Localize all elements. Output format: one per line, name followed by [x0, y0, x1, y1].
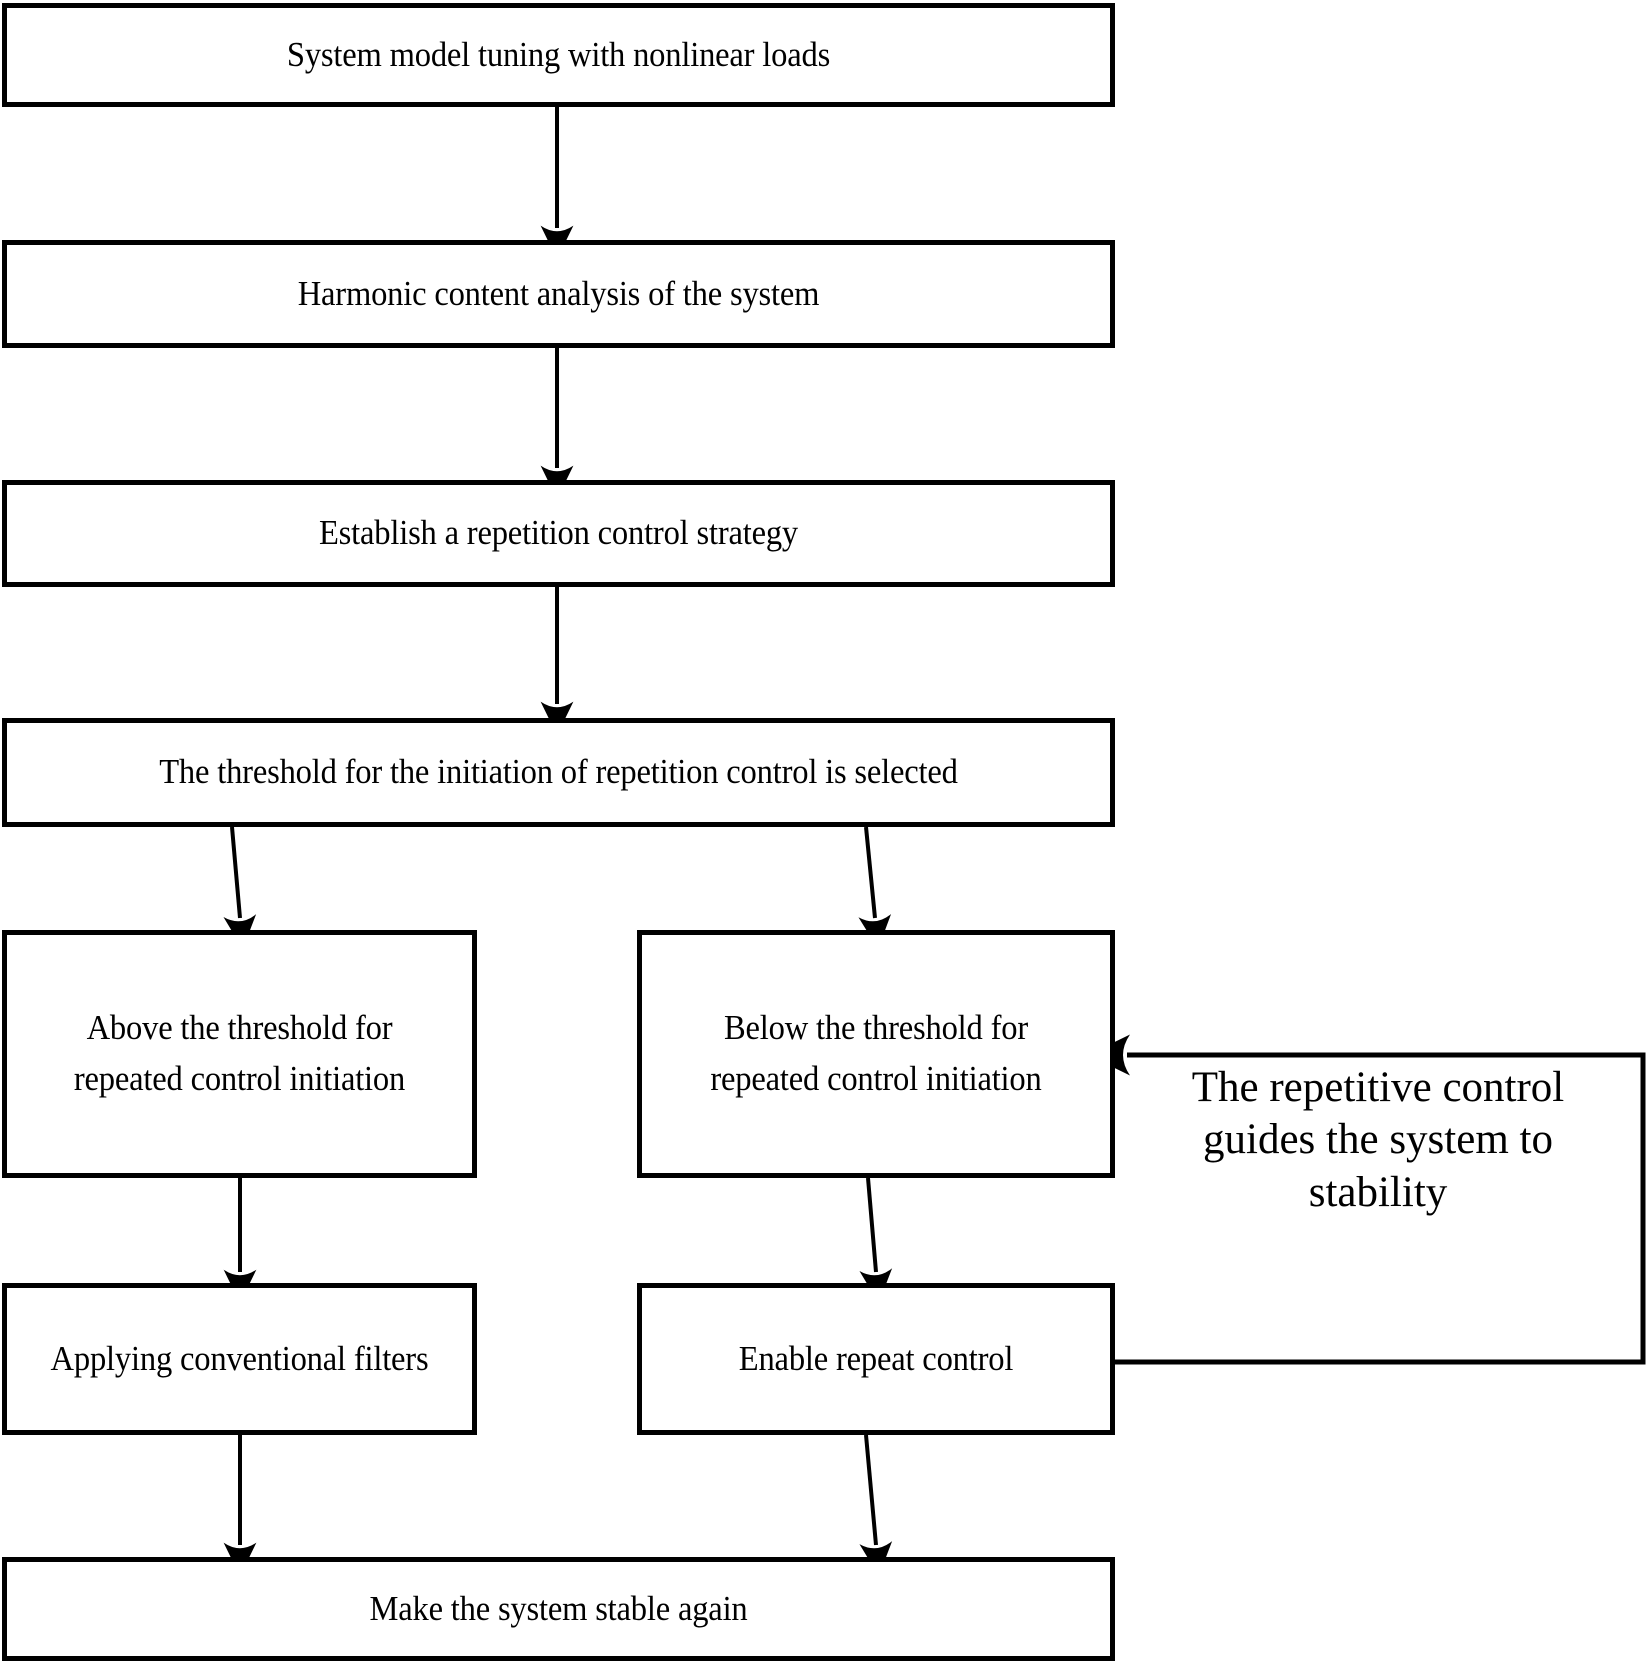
node-harmonic-content-analysis[interactable]: Harmonic content analysis of the system	[2, 240, 1115, 348]
node-label: System model tuning with nonlinear loads	[286, 34, 831, 74]
node-label: Harmonic content analysis of the system	[297, 273, 820, 313]
node-below-threshold[interactable]: Below the threshold for repeated control…	[637, 930, 1115, 1178]
edge-n4-n5	[223, 826, 257, 950]
node-threshold-selected[interactable]: The threshold for the initiation of repe…	[2, 718, 1115, 827]
node-label: Applying conventional filters	[50, 1338, 429, 1378]
edge-n8-n6-feedback-loop	[1088, 1034, 1646, 1365]
node-label: Establish a repetition control strategy	[318, 513, 799, 553]
node-label: Enable repeat control	[738, 1338, 1014, 1378]
node-label: Make the system stable again	[369, 1588, 748, 1628]
annotation-repetitive-control-guides-stability: The repetitive control guides the system…	[1168, 1062, 1588, 1219]
node-establish-repetition-control-strategy[interactable]: Establish a repetition control strategy	[2, 480, 1115, 587]
edge-n8-n9	[859, 1434, 893, 1577]
node-system-model-tuning[interactable]: System model tuning with nonlinear loads	[2, 3, 1115, 107]
annotation-text: The repetitive control guides the system…	[1191, 1064, 1565, 1216]
node-label: The threshold for the initiation of repe…	[159, 752, 958, 792]
node-above-threshold[interactable]: Above the threshold for repeated control…	[2, 930, 477, 1178]
node-enable-repeat-control[interactable]: Enable repeat control	[637, 1283, 1115, 1435]
node-make-system-stable-again[interactable]: Make the system stable again	[2, 1557, 1115, 1661]
edge-n6-n8	[859, 1177, 893, 1304]
node-label: Below the threshold for repeated control…	[710, 1008, 1042, 1098]
edge-n4-n6	[858, 826, 892, 950]
node-label: Above the threshold for repeated control…	[73, 1008, 406, 1098]
node-applying-conventional-filters[interactable]: Applying conventional filters	[2, 1283, 477, 1435]
